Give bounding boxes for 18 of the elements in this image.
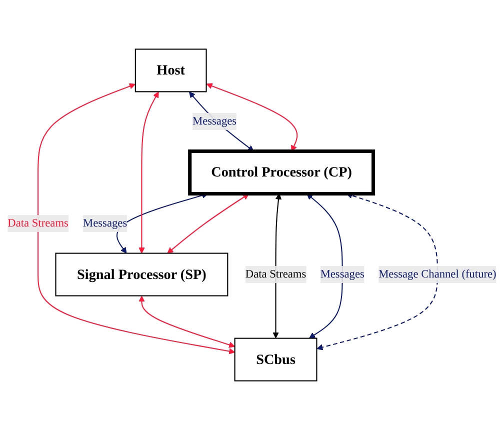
node-box: Host [134,48,207,92]
edge-label: Message Channel (future) [378,268,496,280]
arrow [167,194,250,254]
arrow [38,83,236,354]
arrow [138,92,159,254]
arrow [306,193,343,338]
node-box: SCbus [234,338,318,382]
node-box: Control Processor (CP) [188,149,376,196]
arrow [272,193,282,338]
edge-label: Data Streams [245,268,306,280]
edge-label: Messages [320,268,364,280]
arrow [188,92,254,152]
edge-label: Messages [83,217,128,230]
node-box: Signal Processor (SP) [55,252,228,296]
edge-label: Data Streams [8,217,68,230]
edge-label: Messages [192,115,237,128]
arrow [206,83,298,152]
arrow [138,296,236,348]
